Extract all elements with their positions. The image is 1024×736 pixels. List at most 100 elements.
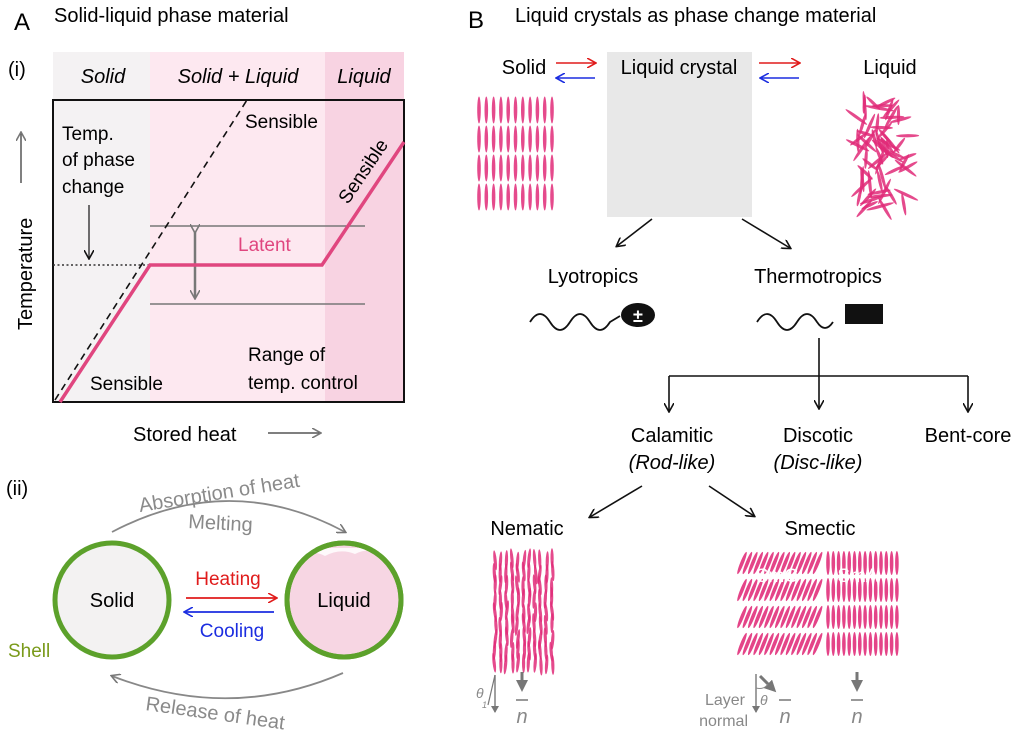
molecule bbox=[506, 183, 511, 211]
molecule bbox=[513, 125, 518, 153]
molecule bbox=[875, 113, 880, 136]
molecule bbox=[858, 578, 862, 602]
molecule bbox=[550, 629, 555, 650]
to-lyotropics-arrow bbox=[617, 218, 653, 246]
nematic-tilt-line bbox=[487, 674, 496, 706]
molecule bbox=[879, 578, 883, 602]
molecule bbox=[769, 578, 780, 602]
molecule bbox=[885, 186, 897, 205]
molecule bbox=[477, 183, 481, 211]
molecule bbox=[758, 551, 769, 575]
molecule bbox=[753, 632, 763, 656]
molecule bbox=[516, 652, 521, 673]
molecule bbox=[515, 601, 520, 622]
molecule bbox=[812, 578, 823, 602]
molecule bbox=[852, 551, 857, 575]
molecule bbox=[542, 183, 547, 211]
molecule bbox=[526, 614, 531, 635]
molecule bbox=[796, 605, 807, 629]
range-control-line2: temp. control bbox=[248, 373, 358, 394]
molecule bbox=[852, 632, 857, 656]
molecule bbox=[780, 578, 790, 602]
molecule bbox=[875, 147, 885, 175]
molecule bbox=[737, 578, 747, 602]
molecule bbox=[542, 125, 547, 153]
sensible-bottom-label: Sensible bbox=[90, 374, 163, 395]
solid-region bbox=[53, 52, 150, 402]
molecule bbox=[885, 149, 905, 159]
molecule bbox=[748, 605, 758, 629]
molecule bbox=[498, 575, 503, 596]
molecule bbox=[504, 600, 509, 621]
thermotropics-label: Thermotropics bbox=[754, 266, 882, 288]
molecule bbox=[884, 165, 905, 176]
molecule bbox=[868, 632, 873, 656]
smc-angle-arc bbox=[755, 683, 769, 689]
molecule bbox=[876, 170, 883, 193]
molecule bbox=[866, 202, 895, 211]
discotic-label: Discotic bbox=[783, 425, 853, 447]
solid-capsule-label: Solid bbox=[90, 590, 134, 612]
liquid-state-label: Liquid bbox=[863, 57, 916, 79]
smc-molecule-array bbox=[737, 551, 823, 656]
molecule bbox=[491, 183, 496, 211]
molecule bbox=[780, 632, 790, 656]
molecule bbox=[521, 587, 526, 608]
molecule bbox=[528, 125, 532, 153]
panel-b-title: Liquid crystals as phase change material bbox=[515, 5, 876, 27]
molecule bbox=[884, 105, 898, 129]
sma-label: SmA bbox=[837, 566, 879, 587]
to-nematic-arrow bbox=[590, 485, 643, 517]
range-control-line1: Range of bbox=[248, 345, 326, 366]
molecule bbox=[831, 551, 836, 575]
molecule bbox=[493, 574, 497, 595]
molecule bbox=[831, 578, 836, 602]
molecule bbox=[506, 154, 511, 182]
molecule bbox=[785, 578, 796, 602]
molecule bbox=[860, 167, 865, 193]
molecule bbox=[764, 632, 774, 656]
molecule bbox=[550, 613, 554, 634]
molecule bbox=[858, 632, 862, 656]
molecule bbox=[847, 551, 851, 575]
molecule bbox=[826, 632, 830, 656]
to-thermotropics-arrow bbox=[741, 218, 790, 248]
molecule bbox=[544, 601, 549, 622]
nematic-theta-symbol: θ bbox=[476, 685, 484, 701]
molecule bbox=[527, 562, 531, 583]
molecule bbox=[513, 183, 518, 211]
panel-b-letter: B bbox=[468, 7, 484, 34]
molecule bbox=[796, 551, 807, 575]
molecule bbox=[737, 551, 747, 575]
molecule bbox=[510, 613, 515, 634]
molecule bbox=[826, 551, 830, 575]
layer-normal-label-line2: normal bbox=[699, 713, 748, 730]
molecule bbox=[493, 550, 498, 571]
molecule bbox=[889, 578, 894, 602]
molecule bbox=[879, 632, 883, 656]
smc-theta-symbol: θ bbox=[760, 692, 768, 708]
molecule bbox=[831, 632, 836, 656]
temp-phase-change-line2: of phase bbox=[62, 150, 135, 171]
molecule bbox=[484, 96, 489, 124]
molecule bbox=[791, 605, 801, 629]
molecule bbox=[895, 134, 920, 138]
molecule bbox=[901, 193, 907, 216]
molecule bbox=[535, 154, 540, 182]
molecule bbox=[866, 96, 881, 110]
molecule bbox=[863, 113, 876, 139]
molecule bbox=[898, 161, 918, 173]
molecule bbox=[538, 639, 542, 660]
molecule bbox=[802, 605, 812, 629]
molecule bbox=[511, 653, 515, 674]
absorption-arc-arrow bbox=[111, 500, 345, 532]
molecule bbox=[769, 632, 780, 656]
molecule bbox=[521, 561, 526, 582]
rod-like-label: (Rod-like) bbox=[629, 452, 716, 474]
molecule bbox=[852, 605, 857, 629]
molecule bbox=[878, 178, 891, 205]
molecule bbox=[836, 632, 841, 656]
molecule bbox=[535, 96, 540, 124]
molecule bbox=[884, 551, 889, 575]
molecule bbox=[538, 602, 543, 623]
